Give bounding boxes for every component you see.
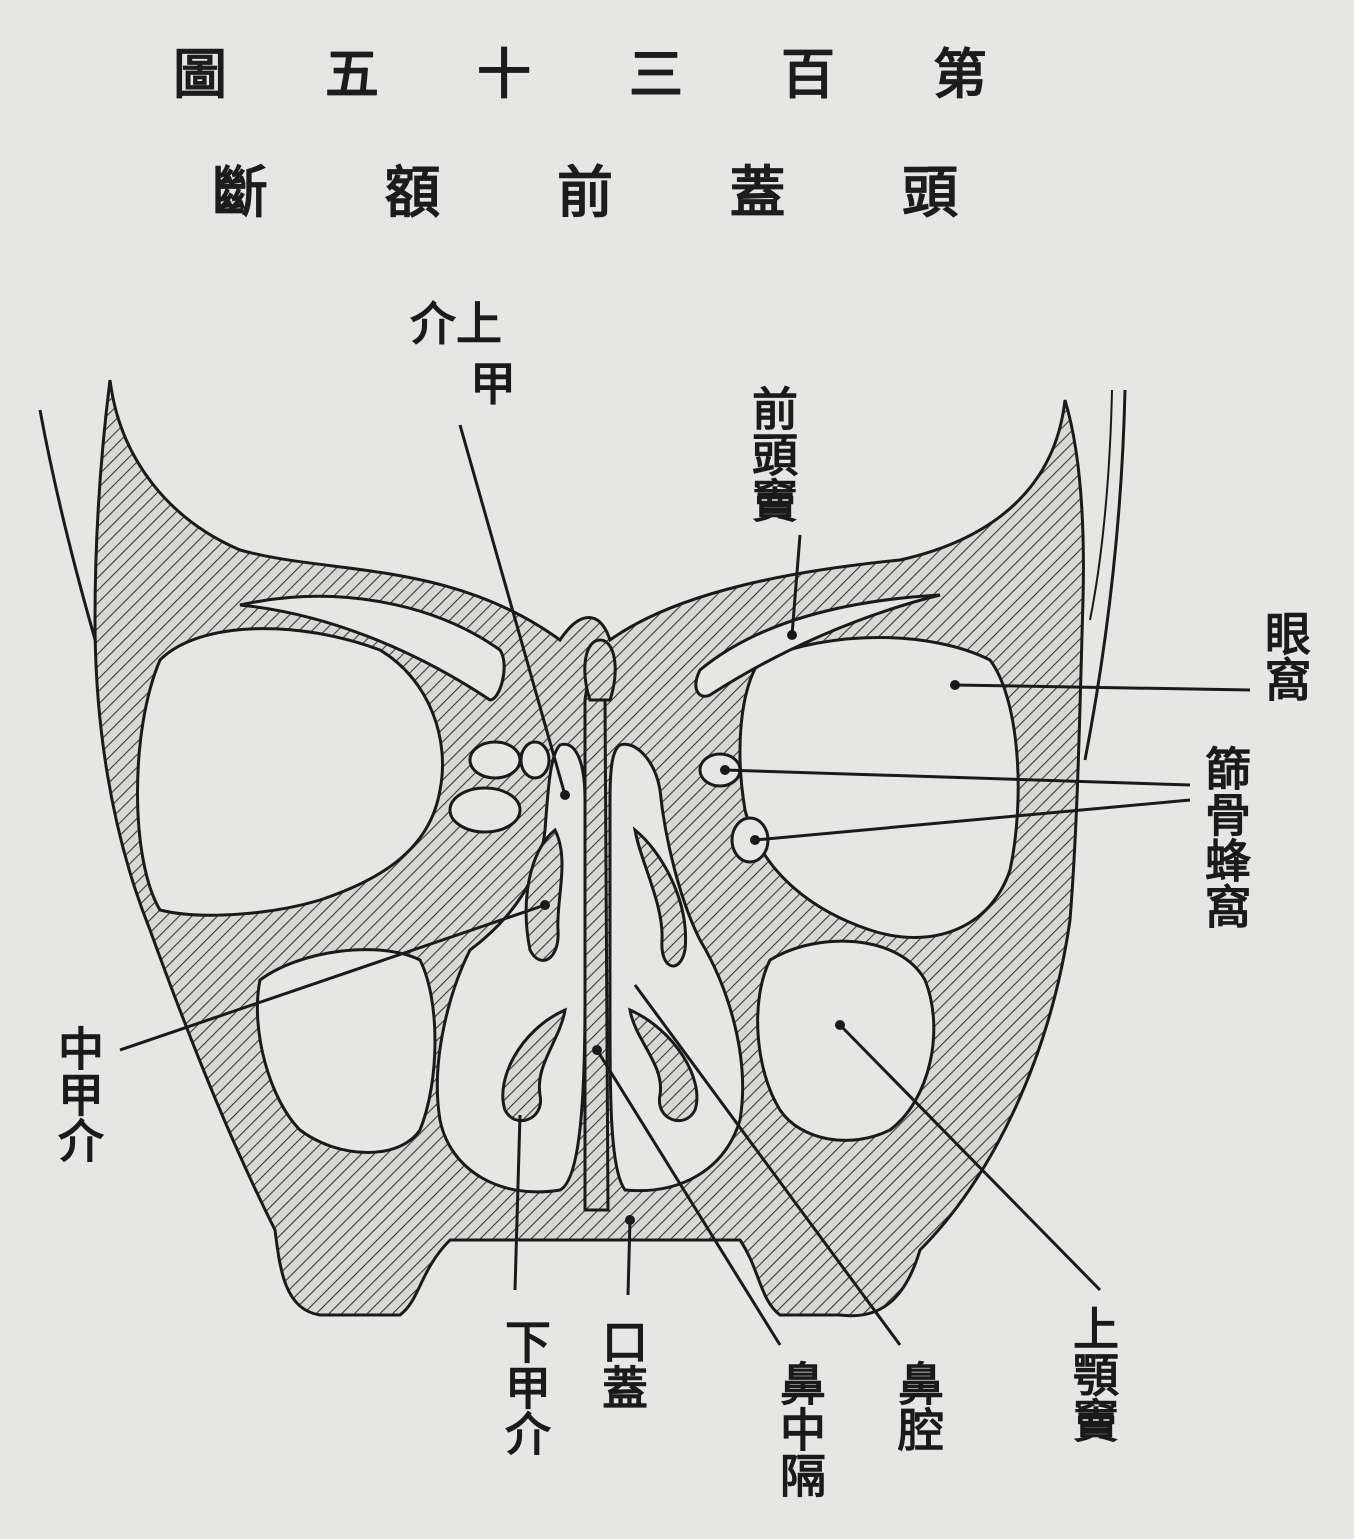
crista-galli xyxy=(585,640,615,700)
label-middle-turbinate: 中甲介 xyxy=(51,1025,105,1163)
label-nasal-septum: 鼻中隔 xyxy=(773,1360,827,1498)
skull-outline-right xyxy=(1085,390,1125,760)
ethmoid-cell-left-2 xyxy=(450,788,520,832)
label-maxillary-sinus: 上顎竇 xyxy=(1066,1305,1120,1443)
skull-outline-right-2 xyxy=(1090,390,1112,620)
label-superior-turbinate-a: 介上 xyxy=(410,297,502,351)
label-superior-turbinate-b: 甲 xyxy=(470,357,516,411)
ethmoid-cell-left-3 xyxy=(521,742,549,778)
nasal-septum xyxy=(585,659,608,1210)
label-ethmoid-cells: 篩骨蜂窩 xyxy=(1198,745,1252,929)
ethmoid-cell-left-1 xyxy=(470,742,520,778)
label-orbit: 眼窩 xyxy=(1258,610,1312,702)
leader-palate xyxy=(628,1220,630,1295)
right-maxillary-sinus xyxy=(758,941,934,1140)
label-palate: 口蓋 xyxy=(595,1318,649,1410)
label-inferior-turbinate: 下甲介 xyxy=(498,1318,552,1456)
label-nasal-cavity: 鼻腔 xyxy=(891,1360,945,1452)
label-frontal-sinus: 前頭竇 xyxy=(745,385,799,523)
